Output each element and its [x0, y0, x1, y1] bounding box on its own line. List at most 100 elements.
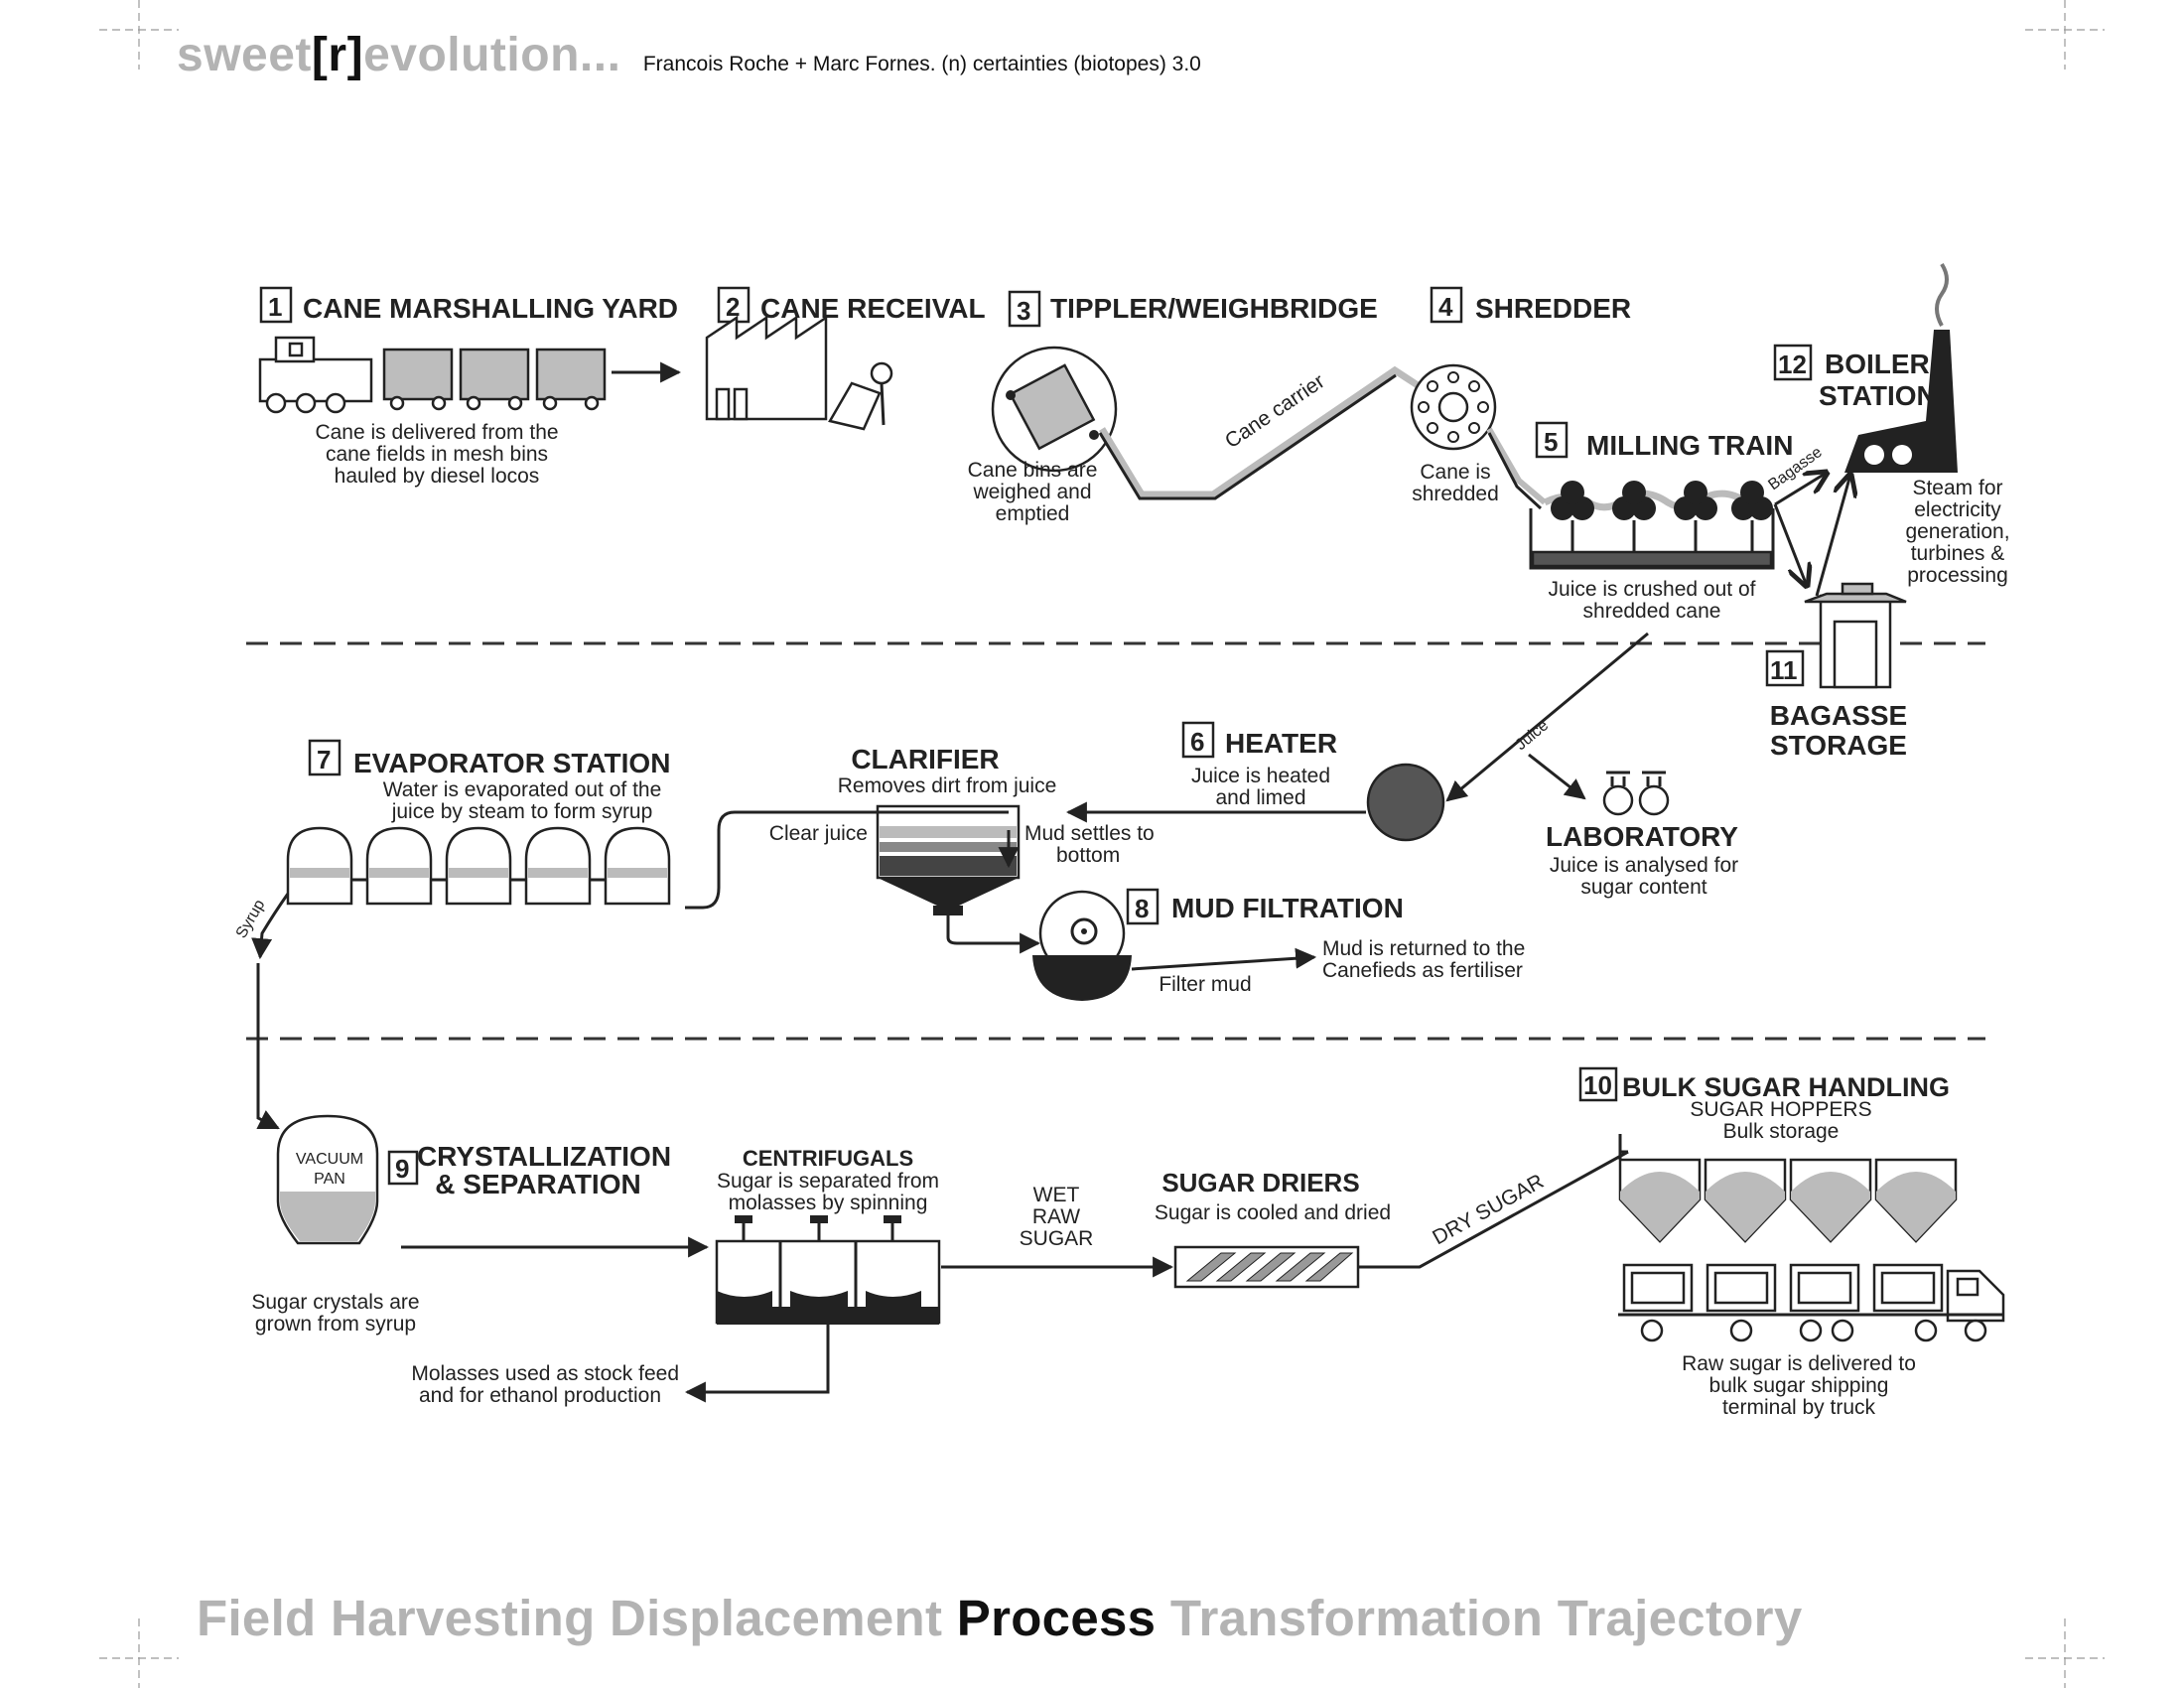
step-number: 6: [1190, 727, 1204, 757]
flask-icon: [1602, 771, 1670, 816]
juice-flow: Juice: [1445, 632, 1649, 802]
step-title-line: CRYSTALLIZATION: [417, 1141, 671, 1172]
flow-label-cane-carrier: Cane carrier: [1221, 369, 1329, 453]
step-title-line: STORAGE: [1770, 730, 1907, 761]
step-desc-line: shredded: [1412, 483, 1499, 505]
brand-title: sweet[r]evolution...: [177, 29, 621, 81]
boiler-icon: [1844, 262, 1958, 473]
step-desc-line: electricity: [1914, 498, 2001, 521]
svg-text:CRYSTALLIZATION& SEPARATION: CRYSTALLIZATION& SEPARATION: [417, 1141, 671, 1199]
step-title: HEATER: [1225, 728, 1337, 759]
step-title: MILLING TRAIN: [1586, 430, 1793, 461]
step-title: MUD FILTRATION: [1171, 893, 1404, 923]
step-desc-line: terminal by truck: [1722, 1396, 1876, 1419]
step-sub-line: SUGAR HOPPERS: [1690, 1098, 1871, 1121]
flow-label-wet-raw-sugar: WET: [1033, 1184, 1080, 1206]
cane-bins-icon: [382, 348, 607, 411]
subtitle: Francois Roche + Marc Fornes. (n) certai…: [642, 53, 1201, 75]
step-desc-line: generation,: [1905, 520, 2009, 543]
step-number: 4: [1438, 292, 1453, 322]
step-title: EVAPORATOR STATION: [353, 748, 670, 778]
worker-icon: [828, 361, 893, 431]
step-desc-line: cane fields in mesh bins: [326, 443, 548, 466]
unit-desc: Removes dirt from juice: [838, 774, 1057, 797]
flow-label-molasses: and for ethanol production: [419, 1384, 661, 1407]
unit-desc-line: Sugar is separated from: [717, 1170, 939, 1193]
unit-title: CLARIFIER: [851, 744, 999, 774]
unit-desc-line: Juice is analysed for: [1550, 854, 1738, 877]
flow-label-vacuum-pan: VACUUM: [296, 1151, 363, 1168]
step-desc-line: Sugar crystals are: [251, 1291, 419, 1314]
flow-label-filter-mud: Filter mud: [1159, 973, 1251, 996]
tippler-icon: [991, 346, 1118, 473]
step-number: 1: [268, 292, 282, 322]
unit-desc-line: molasses by spinning: [729, 1192, 928, 1214]
sugar-hoppers-icon: [1618, 1134, 1958, 1243]
step-desc-line: Steam for: [1912, 477, 2002, 499]
flow-label-juice: Juice: [1513, 717, 1553, 754]
truck-icon: [1618, 1263, 2005, 1342]
step-title-line: BAGASSE: [1770, 700, 1907, 731]
crop-marks: [99, 0, 2105, 1688]
step-desc-line: Water is evaporated out of the: [383, 778, 662, 801]
step-title-line: BOILER: [1825, 349, 1930, 379]
step-desc-line: turbines &: [1911, 542, 2005, 565]
flow-label-dry-sugar: DRY SUGAR: [1429, 1170, 1548, 1249]
sugar-driers: SUGAR DRIERS Sugar is cooled and dried D…: [1155, 1150, 1629, 1289]
step-number: 9: [395, 1154, 409, 1184]
footer-nav: Field Harvesting Displacement Process Tr…: [197, 1589, 1803, 1647]
drier-drum-icon: [1173, 1245, 1360, 1289]
header: sweet[r]evolution... Francois Roche + Ma…: [177, 28, 1201, 82]
unit-desc: Sugar is cooled and dried: [1155, 1201, 1391, 1224]
clarifier-tank-icon: [876, 804, 1021, 915]
step-desc-line: Mud is returned to the: [1322, 937, 1525, 960]
shredder-icon: [1410, 363, 1497, 451]
step-desc-line: Cane bins are: [968, 459, 1098, 482]
footer-item-process: Process: [956, 1590, 1157, 1646]
unit-desc-line: sugar content: [1580, 876, 1706, 899]
step-title: CANE RECEIVAL: [760, 293, 986, 324]
flow-label-vacuum-pan: PAN: [314, 1171, 345, 1188]
clarifier: CLARIFIER Removes dirt from juice Clear …: [769, 744, 1155, 915]
step-desc-line: juice by steam to form syrup: [391, 800, 653, 823]
step-desc-line: weighed and: [972, 481, 1091, 503]
footer-item-transformation: Transformation Trajectory: [1169, 1590, 1803, 1646]
step-2-cane-receival: 2 CANE RECEIVAL: [705, 286, 986, 431]
footer-item-field: Field Harvesting Displacement: [197, 1590, 943, 1646]
flow-label-wet-raw-sugar: SUGAR: [1020, 1227, 1094, 1250]
step-desc-line: Raw sugar is delivered to: [1682, 1352, 1916, 1375]
flow-label-wet-raw-sugar: RAW: [1032, 1205, 1080, 1228]
flow-label-clear-juice: Clear juice: [769, 822, 868, 845]
syrup-flow: Syrup: [233, 893, 290, 1130]
step-sub-line: Bulk storage: [1723, 1120, 1840, 1143]
step-number: 7: [317, 745, 331, 774]
unit-title: CENTRIFUGALS: [743, 1146, 913, 1171]
step-number: 11: [1770, 655, 1798, 685]
step-number: 3: [1017, 296, 1030, 326]
step-desc-line: Juice is crushed out of: [1549, 578, 1756, 601]
centrifuge-baskets-icon: [715, 1215, 941, 1325]
flow-label-mud-settles: Mud settles to: [1024, 822, 1155, 845]
